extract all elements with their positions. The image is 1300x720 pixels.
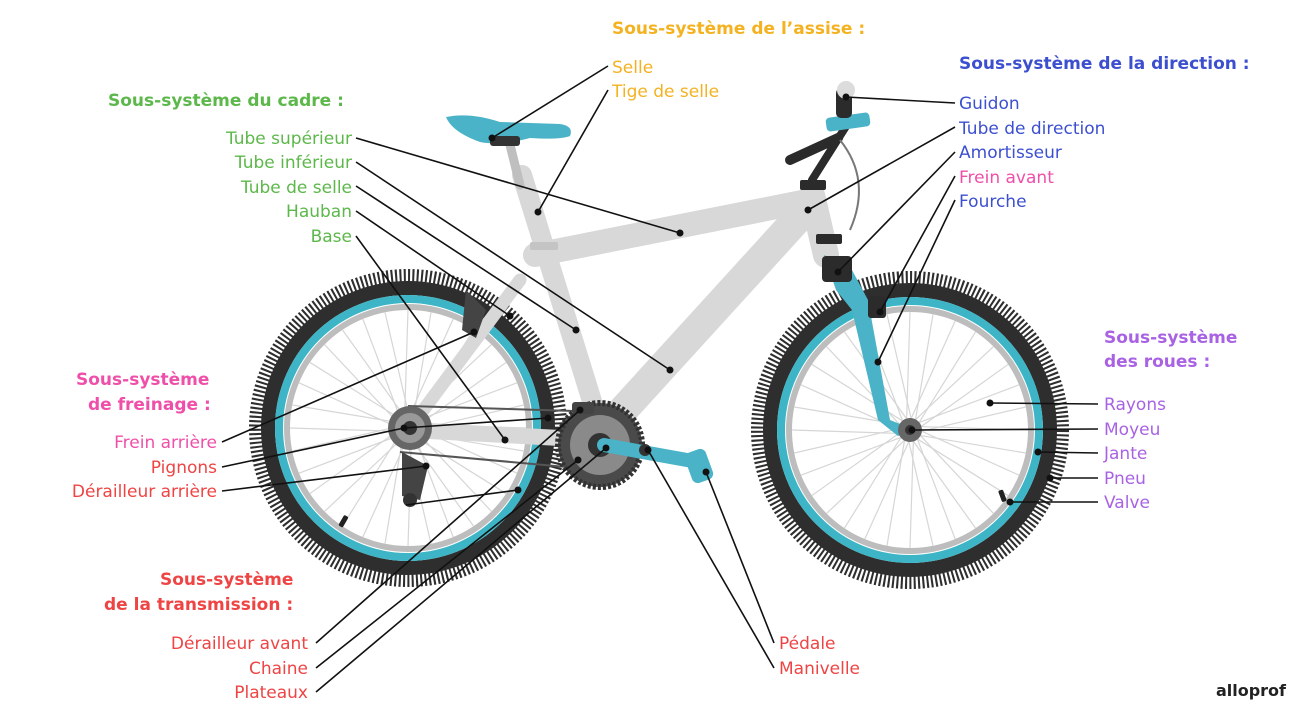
leader-dots <box>400 93 1054 506</box>
label-derailleur-avant: Dérailleur avant <box>171 634 308 654</box>
spoke <box>791 429 901 435</box>
frame <box>512 165 839 450</box>
spoke <box>309 361 403 421</box>
spoke <box>298 434 401 474</box>
label-rayons: Rayons <box>1104 395 1166 415</box>
spoke <box>298 382 399 429</box>
spoke <box>362 437 409 538</box>
spoke <box>909 439 915 549</box>
seat-assembly <box>446 115 571 250</box>
rear-valve <box>338 515 349 528</box>
rear-wheel <box>249 269 567 587</box>
label-selle: Selle <box>612 58 653 78</box>
spoke <box>916 437 956 540</box>
label-jante: Jante <box>1103 444 1147 464</box>
label-pignons: Pignons <box>151 458 217 478</box>
label-pneu: Pneu <box>1104 469 1146 489</box>
spoke <box>919 406 1026 433</box>
front-spokes <box>791 311 1029 549</box>
brand-logo: alloprof <box>1216 681 1287 700</box>
spoke <box>800 436 903 476</box>
spoke <box>909 320 956 421</box>
label-frein-arriere: Frein arrière <box>114 433 217 453</box>
spoke <box>913 346 994 422</box>
heading-assise: Sous-système de l’assise : <box>612 19 865 39</box>
heading-direction: Sous-système de la direction : <box>959 54 1250 74</box>
spoke <box>864 439 911 540</box>
label-tube-superieur: Tube supérieur <box>225 129 352 149</box>
spoke <box>919 429 1020 476</box>
spoke <box>915 437 1009 497</box>
spoke <box>905 311 911 421</box>
label-chaine: Chaine <box>249 659 308 679</box>
label-derailleur-arriere: Dérailleur arrière <box>72 482 217 502</box>
leader-lines <box>221 65 1099 693</box>
spoke <box>415 382 518 422</box>
spoke <box>362 318 402 421</box>
spoke <box>341 433 401 527</box>
label-frein-avant: Frein avant <box>959 168 1054 188</box>
spoke <box>324 344 400 425</box>
heading-freinage-line1: Sous-système <box>76 370 209 390</box>
spoke <box>403 309 409 419</box>
spoke <box>917 384 1020 424</box>
spoke <box>811 363 905 423</box>
label-moyeu: Moyeu <box>1104 420 1160 440</box>
label-pedale: Pédale <box>779 634 836 654</box>
spoke <box>918 433 994 514</box>
spoke <box>826 438 907 514</box>
spoke <box>289 427 399 433</box>
label-hauban: Hauban <box>286 202 352 222</box>
label-amortisseur: Amortisseur <box>959 143 1062 163</box>
label-tube-de-selle: Tube de selle <box>240 178 352 198</box>
heading-transmission-line1: Sous-système <box>160 570 293 590</box>
heading-roues-line2: des roues : <box>1104 352 1210 372</box>
label-plateaux: Plateaux <box>234 683 308 703</box>
label-manivelle: Manivelle <box>779 659 860 679</box>
label-tige-de-selle: Tige de selle <box>611 82 719 102</box>
front-valve <box>998 489 1007 502</box>
spoke <box>407 318 454 419</box>
label-tube-de-direction: Tube de direction <box>958 119 1105 139</box>
label-valve: Valve <box>1104 493 1150 513</box>
label-fourche: Fourche <box>959 192 1027 212</box>
heading-cadre: Sous-système du cadre : <box>108 91 344 111</box>
heading-freinage-line2: de freinage : <box>88 395 211 415</box>
label-guidon: Guidon <box>959 94 1020 114</box>
heading-transmission-line2: de la transmission : <box>104 595 293 615</box>
spoke <box>917 331 977 425</box>
heading-roues-line1: Sous-système <box>1104 328 1237 348</box>
bicycle-illustration <box>249 81 1069 589</box>
spoke <box>843 435 903 529</box>
spoke <box>414 435 454 538</box>
label-tube-inferieur: Tube inférieur <box>234 153 352 173</box>
label-base: Base <box>311 227 352 247</box>
